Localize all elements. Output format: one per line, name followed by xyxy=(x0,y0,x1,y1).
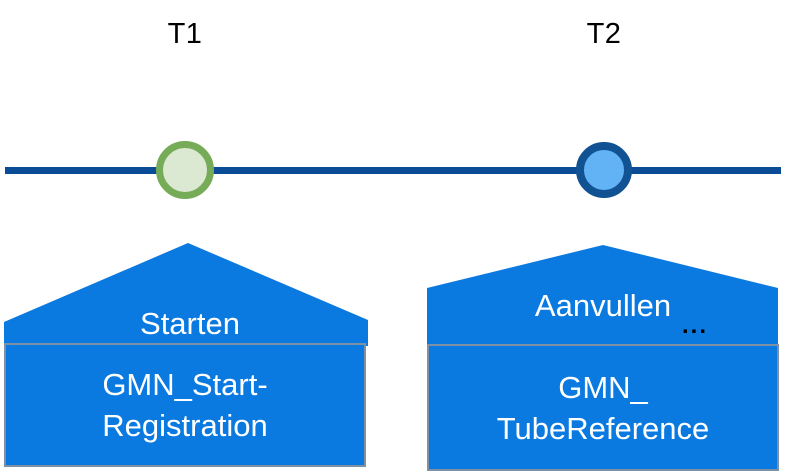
node-aanvullen-ellipsis: ... xyxy=(682,312,709,339)
timeline-marker-t1[interactable] xyxy=(156,141,214,199)
node-aanvullen-body-label: GMN_ TubeReference xyxy=(496,369,710,446)
node-aanvullen[interactable]: Aanvullen ... GMN_ TubeReference xyxy=(420,243,786,472)
timeline-label-t2: T2 xyxy=(586,18,622,50)
timeline-label-t1: T1 xyxy=(167,18,203,50)
node-start-body-label: GMN_Start- Registration xyxy=(102,367,268,443)
timeline-axis xyxy=(5,167,781,174)
node-aanvullen-header-label: Aanvullen xyxy=(534,288,672,323)
node-aanvullen-body[interactable]: GMN_ TubeReference xyxy=(427,344,779,471)
node-start-body[interactable]: GMN_Start- Registration xyxy=(4,343,366,467)
pentagon-shape-aanvullen xyxy=(420,243,786,348)
node-start-header-label: Starten xyxy=(140,306,240,341)
pentagon-shape-start xyxy=(0,243,368,346)
node-start[interactable]: Starten GMN_Start- Registration xyxy=(0,243,368,468)
timeline-marker-t2[interactable] xyxy=(576,142,632,198)
